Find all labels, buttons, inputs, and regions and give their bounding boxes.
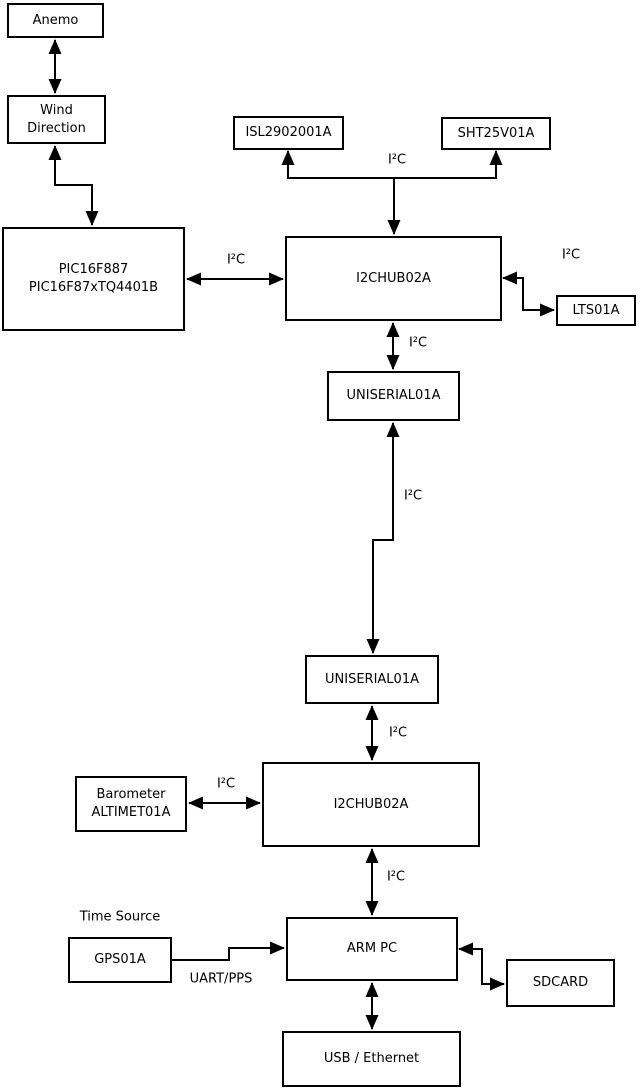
- node-uniserial01a-bottom-label: UNISERIAL01A: [325, 671, 419, 687]
- node-i2chub02a-top: I2CHUB02A: [285, 236, 502, 321]
- node-wind-direction-label: Wind Direction: [27, 102, 86, 136]
- node-gps01a: GPS01A: [68, 937, 172, 983]
- connector-uniserial1-uniserial2: [366, 422, 400, 654]
- node-anemo: Anemo: [7, 3, 104, 38]
- node-sht25v01a: SHT25V01A: [441, 117, 551, 150]
- node-anemo-label: Anemo: [32, 12, 79, 28]
- node-uniserial01a-bottom: UNISERIAL01A: [305, 655, 439, 704]
- node-sht25v01a-label: SHT25V01A: [457, 125, 535, 141]
- node-isl2902001a-label: ISL2902001A: [245, 125, 332, 141]
- connector-gps-arm: [172, 941, 285, 961]
- node-usb-ethernet: USB / Ethernet: [282, 1031, 461, 1087]
- node-isl2902001a: ISL2902001A: [233, 116, 344, 150]
- node-i2chub02a-top-label: I2CHUB02A: [356, 270, 431, 286]
- edge-label-i2c-hub-lts: I²C: [561, 247, 581, 263]
- node-pic16f887: PIC16F887 PIC16F87xTQ4401B: [2, 227, 185, 331]
- node-sdcard-label: SDCARD: [532, 975, 589, 991]
- edge-label-i2c-uniserial-hub2: I²C: [388, 725, 408, 741]
- connector-arm-sdcard: [458, 942, 505, 991]
- edge-label-i2c-barometer-hub2: I²C: [216, 776, 236, 792]
- edge-label-i2c-pic-hub: I²C: [226, 252, 246, 268]
- node-uniserial01a-top-label: UNISERIAL01A: [346, 388, 441, 404]
- node-gps01a-label: GPS01A: [94, 952, 146, 968]
- node-barometer: Barometer ALTIMET01A: [75, 776, 187, 832]
- node-arm-pc: ARM PC: [286, 917, 458, 981]
- connector-wind-pic: [48, 145, 99, 226]
- edge-label-uart-pps: UART/PPS: [189, 971, 253, 987]
- connector-hub1-lts: [502, 271, 555, 317]
- node-i2chub02a-bottom: I2CHUB02A: [262, 762, 480, 847]
- node-lts01a: LTS01A: [556, 295, 636, 326]
- node-wind-direction: Wind Direction: [7, 95, 106, 144]
- node-lts01a-label: LTS01A: [572, 302, 620, 318]
- node-barometer-label: Barometer ALTIMET01A: [91, 787, 171, 820]
- node-usb-ethernet-label: USB / Ethernet: [323, 1051, 420, 1067]
- edge-label-i2c-hub2-arm: I²C: [386, 869, 406, 885]
- node-sdcard: SDCARD: [506, 959, 615, 1007]
- edge-label-i2c-hub-uniserial: I²C: [408, 335, 428, 351]
- connector-hub1-sensors-branch: [281, 150, 503, 179]
- node-uniserial01a-top: UNISERIAL01A: [327, 371, 460, 421]
- node-arm-pc-label: ARM PC: [346, 941, 398, 957]
- node-i2chub02a-bottom-label: I2CHUB02A: [333, 796, 409, 812]
- edge-label-i2c-hub-sensors: I²C: [387, 152, 407, 168]
- node-pic16f887-label: PIC16F887 PIC16F87xTQ4401B: [28, 262, 159, 295]
- annotation-time-source: Time Source: [79, 909, 161, 925]
- edge-label-i2c-uniserial-link: I²C: [403, 488, 423, 504]
